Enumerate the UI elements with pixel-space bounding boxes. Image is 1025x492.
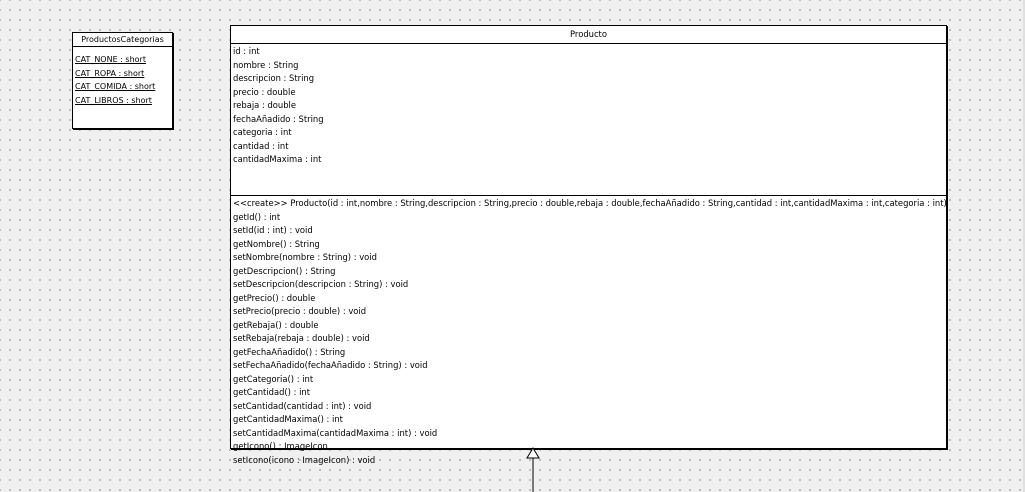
operation-row: getCategoria() : int [233, 373, 314, 384]
class-name-productoscategorias: ProductosCategorias [73, 33, 172, 47]
operation-row: getNombre() : String [233, 238, 320, 249]
operation-row: setCantidadMaxima(cantidadMaxima : int) … [233, 427, 438, 438]
attribute-row: nombre : String [233, 59, 299, 70]
attribute-row: cantidad : int [233, 140, 289, 151]
operation-row: getIcono() : ImageIcon [233, 441, 328, 451]
static-attribute: CAT_LIBROS : short [75, 95, 152, 105]
operation-row: setDescripcion(descripcion : String) : v… [233, 279, 409, 289]
operation-row: setNombre(nombre : String) : void [233, 252, 377, 262]
operation-row: getCantidadMaxima() : int [233, 414, 343, 424]
operation-row: setPrecio(precio : double) : void [233, 306, 367, 316]
operation-row: getDescripcion() : String [233, 265, 336, 276]
attribute-row: precio : double [233, 86, 296, 97]
operation-row: getFechaAñadido() : String [233, 346, 346, 357]
operations-compartment: <<create>> Producto(id : int,nombre : St… [231, 196, 946, 467]
operation-row: setIcono(icono : ImageIcon) : void [233, 454, 376, 465]
operation-row: setCantidad(cantidad : int) : void [233, 400, 372, 411]
constructor-row: <<create>> Producto(id : int,nombre : St… [233, 198, 946, 208]
operation-row: getId() : int [233, 211, 281, 222]
operation-row: getRebaja() : double [233, 319, 319, 330]
attribute-row: fechaAñadido : String [233, 113, 324, 124]
class-name-producto: Producto [231, 26, 946, 44]
operation-row: setId(id : int) : void [233, 225, 313, 235]
attribute-row: cantidadMaxima : int [233, 154, 322, 164]
static-attribute: CAT_ROPA : short [75, 68, 145, 78]
attribute-row: descripcion : String [233, 73, 315, 83]
generalization-arrowhead-icon[interactable] [526, 447, 540, 459]
attribute-row: categoria : int [233, 127, 292, 137]
class-producto[interactable]: Producto id : int nombre : String descri… [230, 25, 947, 465]
class-productoscategorias[interactable]: ProductosCategorias CAT_NONE : short CAT… [72, 32, 173, 129]
operation-row: getCantidad() : int [233, 387, 311, 397]
attributes-compartment: id : int nombre : String descripcion : S… [231, 44, 946, 196]
operation-row: setRebaja(rebaja : double) : void [233, 333, 370, 343]
operation-row: getPrecio() : double [233, 292, 316, 303]
vertical-scrollbar-edge[interactable] [1023, 0, 1025, 492]
enum-attributes-compartment: CAT_NONE : short CAT_ROPA : short CAT_CO… [73, 47, 172, 107]
static-attribute: CAT_COMIDA : short [75, 82, 156, 91]
attribute-row: rebaja : double [233, 100, 297, 110]
operation-row: setFechaAñadido(fechaAñadido : String) :… [233, 360, 428, 370]
attribute-row: id : int [233, 46, 260, 56]
static-attribute: CAT_NONE : short [75, 55, 146, 64]
